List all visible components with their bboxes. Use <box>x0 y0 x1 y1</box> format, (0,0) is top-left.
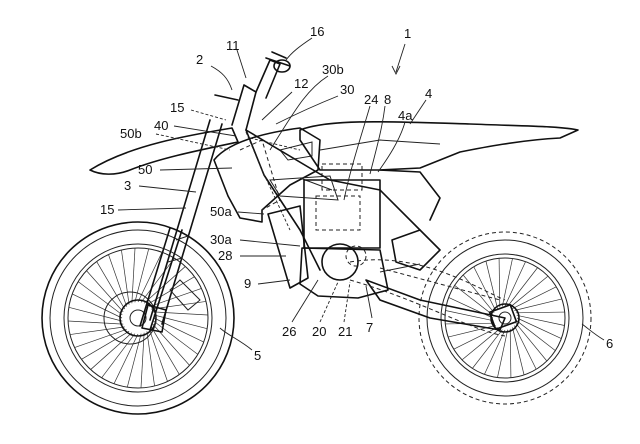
spoke <box>108 254 128 307</box>
spoke <box>90 332 133 370</box>
motor <box>299 243 389 299</box>
ref-40: 40 <box>154 118 168 133</box>
spoke <box>484 329 506 375</box>
ref-15-bottom: 15 <box>100 202 114 217</box>
spoke <box>501 258 513 307</box>
spoke <box>72 293 123 319</box>
ref-2: 2 <box>196 52 203 67</box>
ref-11: 11 <box>226 38 240 53</box>
spoke <box>462 274 495 314</box>
spoke <box>152 323 190 366</box>
ref-4: 4 <box>425 86 432 101</box>
ref-4a: 4a <box>398 108 413 123</box>
front-fender <box>89 127 239 175</box>
spoke <box>146 331 155 387</box>
spoke <box>77 281 123 316</box>
ref-7: 7 <box>366 320 373 335</box>
handlebar <box>214 51 291 131</box>
ref-50b: 50b <box>120 126 142 141</box>
spoke <box>509 275 549 308</box>
ref-12: 12 <box>294 76 308 91</box>
spoke <box>485 261 498 309</box>
spoke <box>153 320 199 355</box>
ref-5: 5 <box>254 348 261 363</box>
ref-15-top: 15 <box>170 100 184 115</box>
spoke <box>140 257 175 303</box>
ref-16: 16 <box>310 24 324 39</box>
spoke <box>137 252 163 303</box>
ref-50: 50 <box>138 162 152 177</box>
spoke <box>454 285 494 316</box>
spoke <box>131 248 136 304</box>
ref-9: 9 <box>244 276 251 291</box>
spoke <box>74 328 127 348</box>
ref-1: 1 <box>404 26 411 41</box>
spoke <box>514 298 562 311</box>
spoke <box>68 306 123 322</box>
hidden-lines <box>245 131 301 231</box>
spoke <box>113 333 139 384</box>
swingarm <box>365 229 518 331</box>
ref-3: 3 <box>124 178 131 193</box>
spoke <box>445 322 495 325</box>
spoke <box>514 325 537 370</box>
front-shroud <box>213 127 321 223</box>
seat-and-tail <box>299 120 579 221</box>
spoke <box>472 329 503 369</box>
spoke <box>96 261 125 310</box>
spoke <box>86 270 124 313</box>
spoke <box>101 333 136 379</box>
spoke <box>445 310 494 322</box>
spoke <box>81 331 130 360</box>
spoke <box>68 320 124 325</box>
spoke <box>121 249 130 305</box>
drive-chain <box>349 259 506 337</box>
ref-28: 28 <box>218 248 232 263</box>
rear-wheel <box>418 231 592 405</box>
leader-lines <box>117 37 605 351</box>
spoke <box>461 328 501 361</box>
spoke <box>512 286 557 309</box>
spoke <box>148 329 168 382</box>
spoke <box>507 267 538 307</box>
spoke <box>515 322 548 362</box>
spoke <box>509 328 512 378</box>
front-fork <box>139 119 223 333</box>
spoke <box>473 266 496 311</box>
spoke <box>152 311 208 316</box>
ref-21: 21 <box>338 324 352 339</box>
arrow-1 <box>391 65 401 76</box>
controller-box <box>267 205 309 289</box>
spoke <box>516 317 562 339</box>
ref-24: 24 <box>364 92 378 107</box>
ref-30b: 30b <box>322 62 344 77</box>
battery-case <box>303 163 381 249</box>
spoke <box>498 258 501 308</box>
front-wheel <box>41 221 235 415</box>
spoke <box>516 314 565 326</box>
spoke <box>153 314 208 330</box>
spoke <box>515 311 565 314</box>
ref-20: 20 <box>312 324 326 339</box>
ref-50a: 50a <box>210 204 232 219</box>
ref-8: 8 <box>384 92 391 107</box>
spoke <box>453 327 498 350</box>
ref-6: 6 <box>606 336 613 351</box>
spoke <box>512 327 525 375</box>
spoke <box>151 326 180 375</box>
spoke <box>497 329 509 378</box>
ref-30a: 30a <box>210 232 232 247</box>
spoke <box>516 320 556 351</box>
spoke <box>504 261 526 307</box>
ref-30: 30 <box>340 82 354 97</box>
ref-26: 26 <box>282 324 296 339</box>
reference-numerals: 1 2 11 16 30b 12 30 4 24 8 4a 15 40 50b … <box>100 24 613 363</box>
spoke <box>69 326 125 335</box>
spoke <box>140 332 145 388</box>
